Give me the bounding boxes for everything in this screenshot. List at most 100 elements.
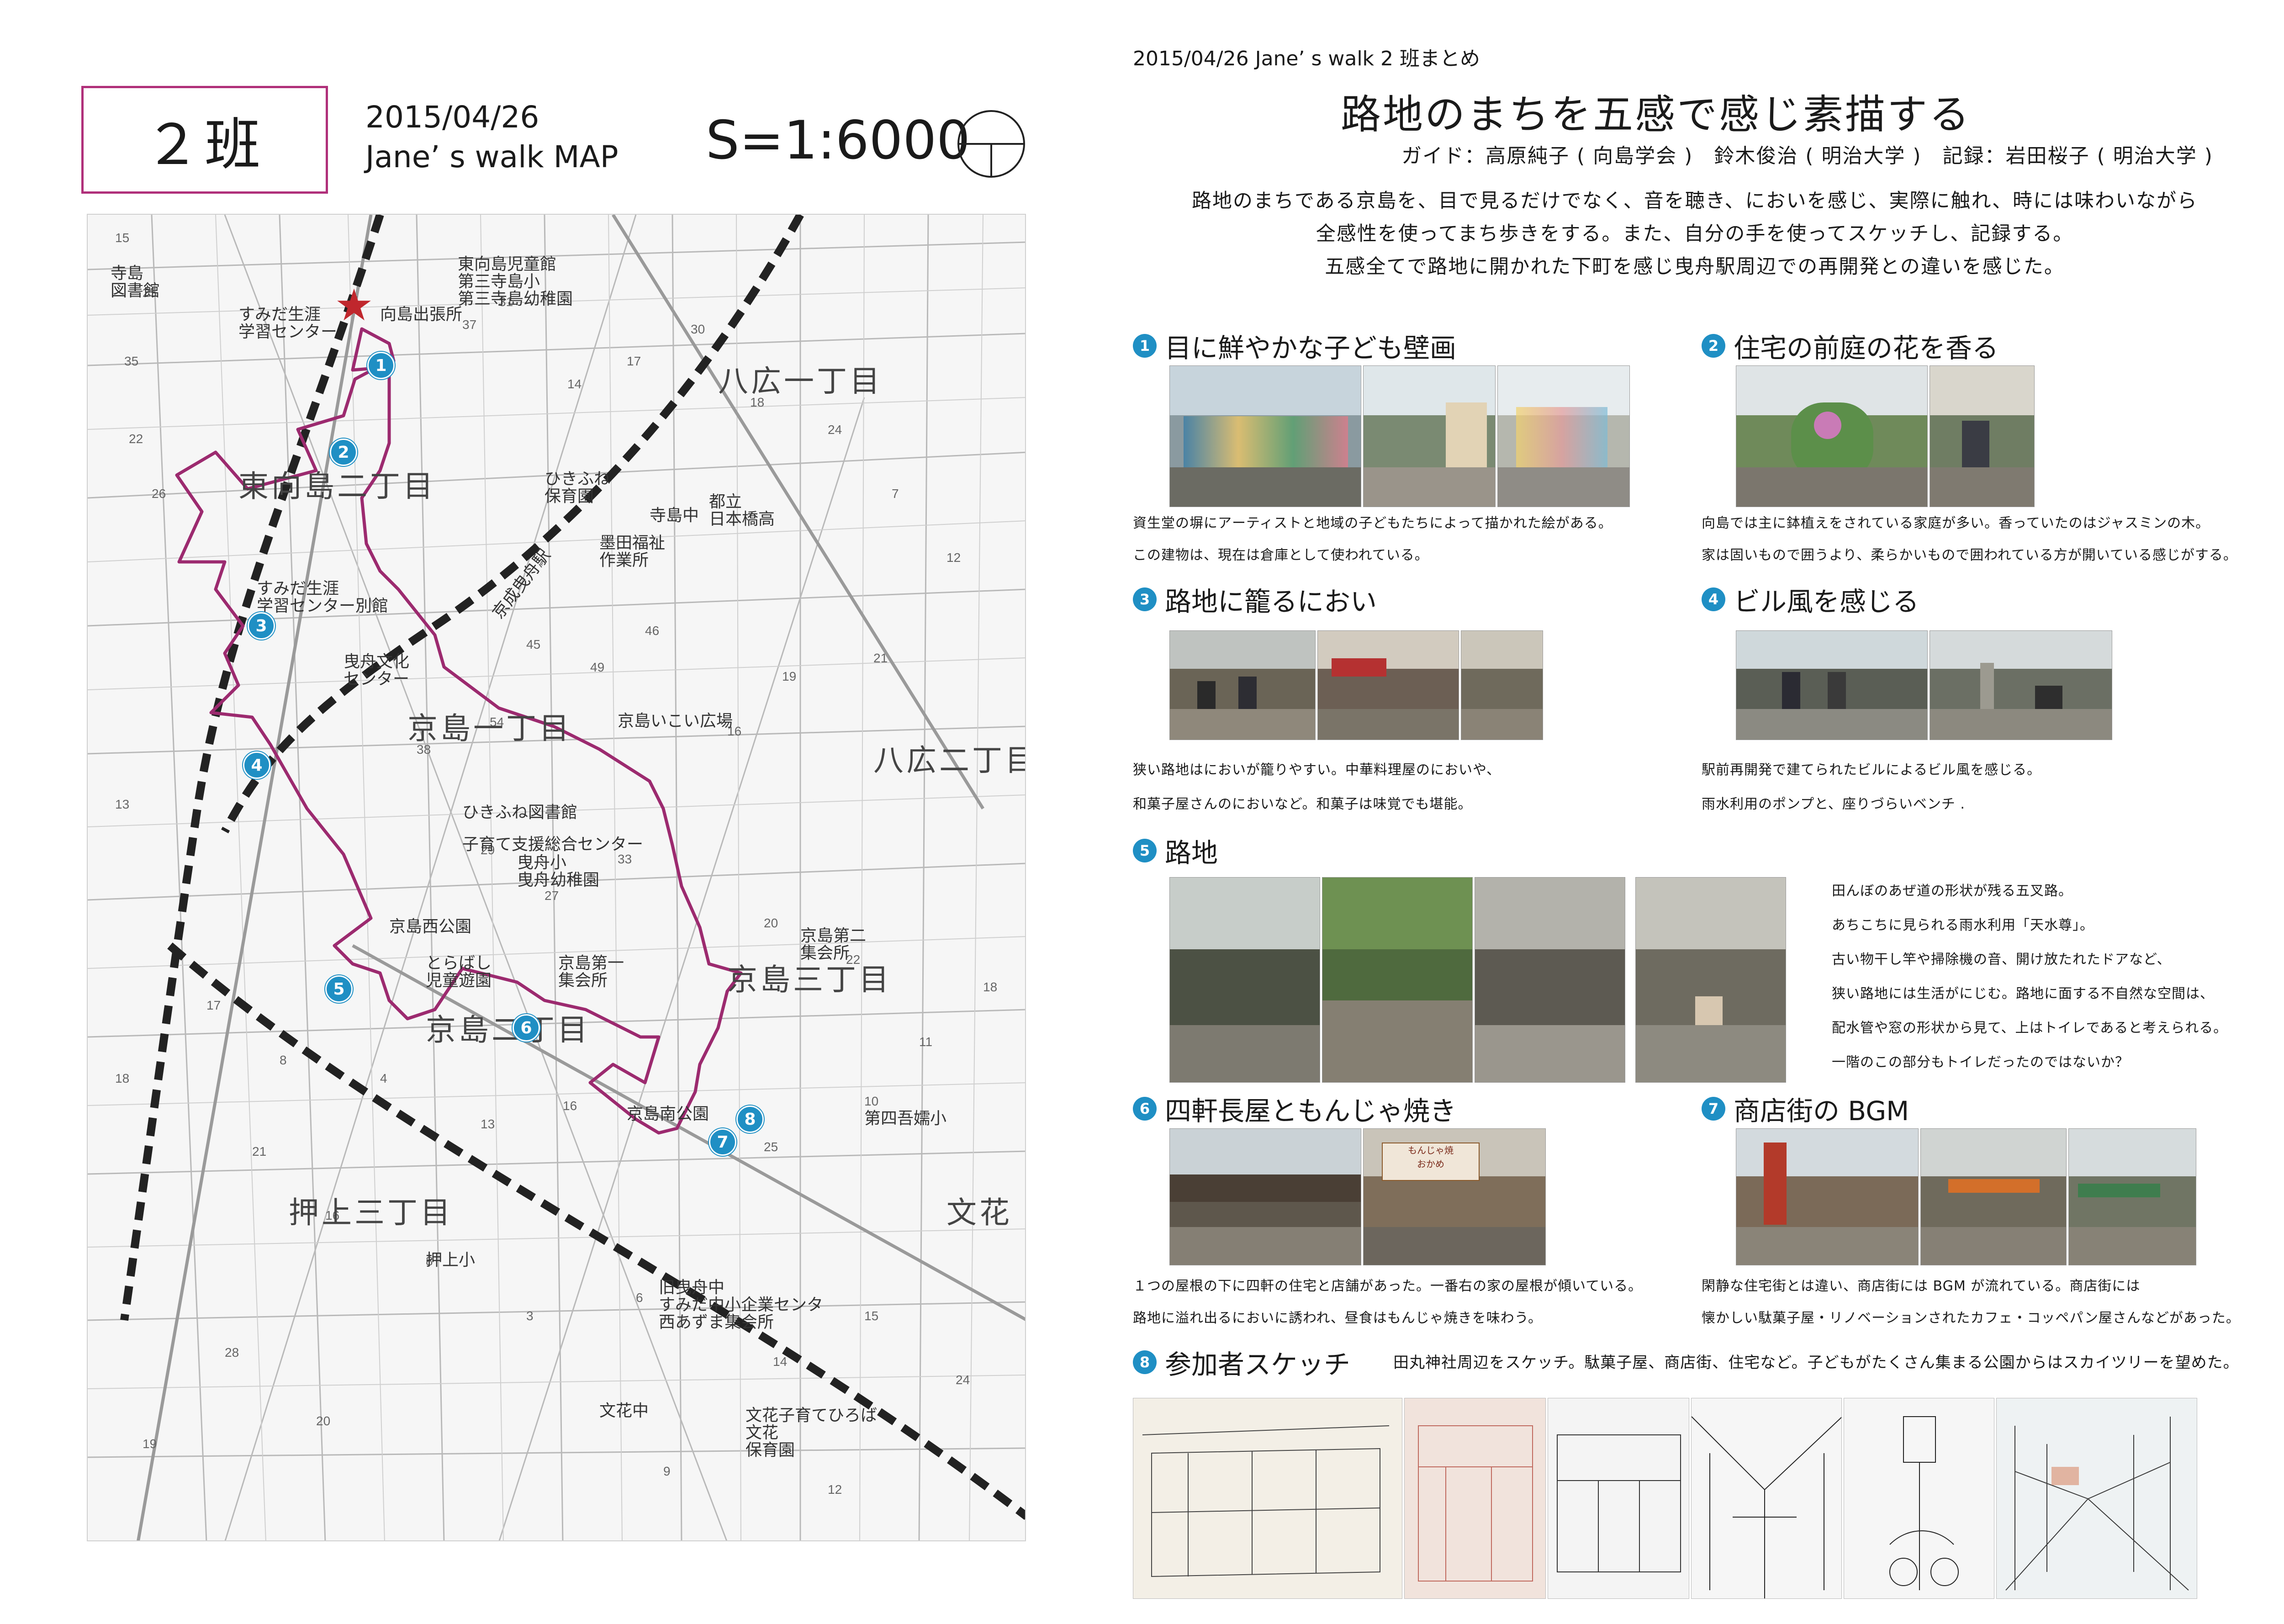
svg-text:3: 3 [526, 1309, 534, 1323]
map-subtitle: Jane’ s walk MAP [365, 139, 619, 175]
section-title: 参加者スケッチ [1165, 1349, 1351, 1380]
sketch-image [1996, 1398, 2197, 1599]
facility-label: 京島第一 集会所 [558, 954, 624, 990]
facility-label: 向島出張所 [380, 305, 463, 324]
facility-label: 旧曳舟中 すみだ中小企業センタ 西あずま集会所 [659, 1278, 824, 1332]
photo-building-wind [1736, 630, 1928, 740]
stop-marker[interactable]: 2 [330, 439, 357, 466]
section-caption: １つの屋根の下に四軒の住宅と店舗があった。一番右の家の屋根が傾いている。 [1133, 1278, 1643, 1294]
stop-marker[interactable]: 8 [736, 1106, 764, 1133]
facility-label: 京島いこい広場 [618, 712, 733, 730]
section-caption: 懐かしい駄菓子屋・リノベーションされたカフェ・コッペパン屋さんなどがあった。 [1702, 1310, 2240, 1326]
svg-text:26: 26 [152, 487, 166, 501]
svg-text:31: 31 [499, 295, 513, 309]
photo-wagashi-shop [1461, 630, 1543, 740]
stop-marker[interactable]: 5 [325, 975, 353, 1003]
svg-text:18: 18 [750, 395, 764, 409]
section-number: 1 [1133, 334, 1157, 358]
facility-label: 曳舟小 曳舟幼稚園 [517, 853, 600, 889]
section-title: ビル風を感じる [1734, 586, 1919, 617]
section-caption: 一階のこの部分もトイレだったのではないか？ [1832, 1054, 2129, 1070]
svg-text:14: 14 [773, 1354, 787, 1369]
team-label: ２班 [81, 86, 328, 194]
section-caption: 駅前再開発で建てられたビルによるビル風を感じる。 [1702, 762, 2041, 778]
intro-line: 全感性を使ってまち歩きをする。また、自分の手を使ってスケッチし、記録する。 [1316, 222, 2074, 245]
area-label: 八広一丁目 [718, 364, 883, 399]
svg-text:25: 25 [764, 1140, 778, 1154]
photo-green-alley [1322, 877, 1473, 1083]
svg-text:22: 22 [846, 952, 860, 967]
svg-text:25: 25 [143, 286, 157, 300]
facility-label: 東向島児童館 第三寺島小 第三寺島幼稚園 [458, 255, 573, 308]
svg-text:38: 38 [417, 742, 431, 756]
stop-marker[interactable]: 6 [513, 1014, 540, 1042]
svg-text:17: 17 [627, 354, 641, 368]
svg-text:22: 22 [129, 432, 143, 446]
photo-open-door [1475, 877, 1625, 1083]
facility-label: 子育て支援総合センター [462, 835, 644, 854]
sketch-image [1844, 1398, 1994, 1599]
section-heading: 4 ビル風を感じる [1702, 580, 1919, 619]
sketch-image [1691, 1398, 1842, 1599]
walk-route [175, 327, 743, 1135]
facility-label: 曳舟文化 センター [344, 652, 410, 688]
svg-text:10: 10 [864, 1094, 878, 1108]
section-number: 3 [1133, 587, 1157, 611]
facility-label: すみだ生涯 学習センター [238, 305, 338, 341]
section-caption: 狭い路地はにおいが籠りやすい。中華料理屋のにおいや、 [1133, 762, 1501, 778]
photo-nagaya [1169, 1128, 1361, 1265]
photo-alley-shops [1169, 630, 1316, 740]
svg-text:19: 19 [782, 669, 796, 683]
section-title: 商店街の BGM [1734, 1095, 1909, 1127]
facility-label: ひきふね図書館 [462, 803, 578, 822]
sketch-image [1133, 1398, 1402, 1599]
section-number: 8 [1133, 1350, 1157, 1374]
svg-text:20: 20 [316, 1414, 330, 1428]
section-caption: 路地に溢れ出るにおいに誘われ、昼食はもんじゃ焼きを味わう。 [1133, 1310, 1542, 1326]
section-number: 6 [1133, 1097, 1157, 1121]
facility-label: ひきふね 保育園 [545, 470, 611, 506]
stop-marker[interactable]: 1 [367, 352, 395, 379]
sketch-image [1404, 1398, 1546, 1599]
section-heading: 2 住宅の前庭の花を香る [1702, 327, 1998, 365]
svg-text:54: 54 [490, 715, 504, 729]
section-caption: 古い物干し竿や掃除機の音、開け放たれたドアなど、 [1832, 952, 2171, 968]
stop-marker[interactable]: 7 [709, 1128, 736, 1156]
facility-label: 都立 日本橋高 [709, 492, 775, 529]
summary-title: 路地のまちを五感で感じ素描する [1341, 91, 1972, 138]
photo-toilet-space [1635, 877, 1786, 1083]
area-label: 京島一丁目 [407, 711, 572, 746]
photo-bakery [2068, 1128, 2196, 1265]
start-star-icon: ★ [334, 280, 374, 331]
section-caption: 配水管や窓の形状から見て、上はトイレであると考えられる。 [1832, 1020, 2228, 1036]
photo-garden-people [1930, 365, 2035, 507]
svg-text:16: 16 [727, 724, 741, 738]
section-number: 5 [1133, 839, 1157, 862]
section-caption: 閑静な住宅街とは違い、商店街には BGM が流れている。商店街には [1702, 1278, 2141, 1294]
svg-text:15: 15 [115, 231, 129, 245]
svg-text:21: 21 [252, 1144, 266, 1158]
stop-marker[interactable]: 4 [243, 751, 270, 779]
section-caption: 向島では主に鉢植えをされている家庭が多い。香っていたのはジャスミンの木。 [1702, 515, 2210, 531]
stop-marker[interactable]: 3 [248, 612, 275, 640]
section-title: 住宅の前庭の花を香る [1734, 333, 1999, 364]
svg-text:24: 24 [956, 1373, 970, 1387]
area-label: 京島二丁目 [426, 1012, 590, 1047]
photo-mural [1169, 365, 1361, 507]
svg-text:33: 33 [618, 852, 632, 866]
svg-text:8: 8 [426, 1254, 433, 1268]
section-caption: 雨水利用のポンプと、座りづらいベンチ . [1702, 796, 1965, 812]
photo-mural-wall [1497, 365, 1630, 507]
map-scale: S=1:6000 [706, 110, 970, 171]
north-arrow-icon [957, 110, 1025, 178]
facility-label: すみだ生涯 学習センター別館 [257, 579, 389, 615]
section-title: 四軒長屋ともんじゃ焼き [1165, 1095, 1457, 1127]
photo-monjya-shop: もんじゃ焼 おかめ [1363, 1128, 1546, 1265]
svg-text:12: 12 [946, 550, 961, 565]
svg-text:28: 28 [225, 1345, 239, 1360]
facility-label: 文花中 [599, 1402, 649, 1420]
area-label: 文花 [946, 1195, 1012, 1230]
svg-text:7: 7 [892, 487, 899, 501]
summary-header: 2015/04/26 Jane’ s walk 2 班まとめ [1133, 47, 1480, 70]
